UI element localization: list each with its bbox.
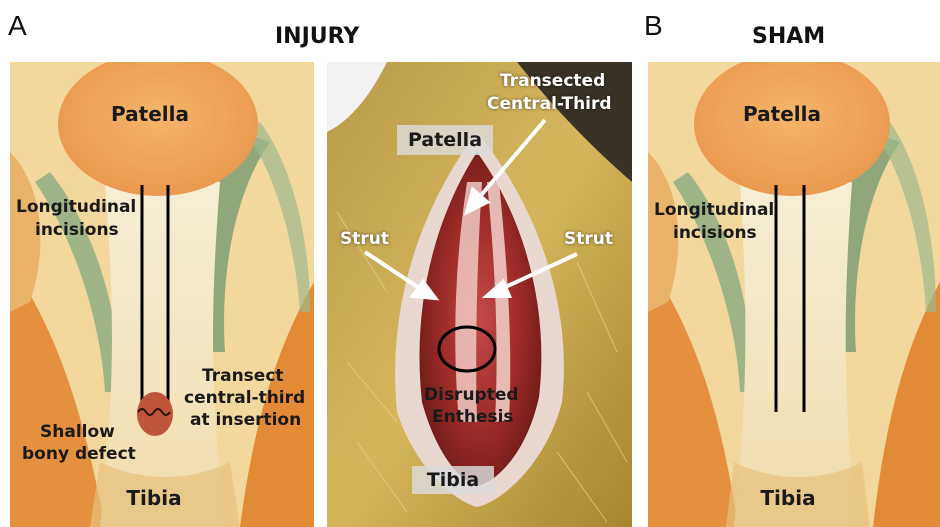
defect-label-line1: Shallow [40, 422, 115, 443]
strut-right-label: Strut [564, 229, 613, 250]
injury-patella-label: Patella [110, 104, 190, 125]
transected-label-line1: Transected [500, 71, 605, 92]
defect-label-line2: bony defect [22, 444, 136, 465]
injury-tibia-label: Tibia [124, 488, 184, 509]
injury-incisions-label-line1: Longitudinal [16, 197, 136, 218]
photo-tibia-label: Tibia [412, 466, 494, 494]
sham-tibia-label: Tibia [758, 488, 818, 509]
strut-left-label: Strut [340, 229, 389, 250]
panel-a-title: INJURY [275, 24, 359, 49]
panel-a-letter: A [8, 10, 27, 42]
panel-b-title: SHAM [752, 24, 825, 49]
transect-label-line3: at insertion [190, 410, 301, 431]
panel-b-letter: B [644, 10, 663, 42]
sham-incisions-label-line2: incisions [673, 223, 757, 244]
sham-illustration [648, 62, 940, 527]
disrupted-label-line2: Enthesis [432, 407, 514, 428]
injury-incisions-label-line2: incisions [35, 220, 119, 241]
disrupted-label-line1: Disrupted [424, 385, 519, 406]
transect-label-line2: central-third [184, 388, 305, 409]
sham-patella-label: Patella [742, 104, 822, 125]
transected-label-line2: Central-Third [487, 94, 612, 115]
photo-patella-label: Patella [397, 125, 493, 155]
sham-incisions-label-line1: Longitudinal [654, 200, 774, 221]
transect-label-line1: Transect [202, 366, 284, 387]
